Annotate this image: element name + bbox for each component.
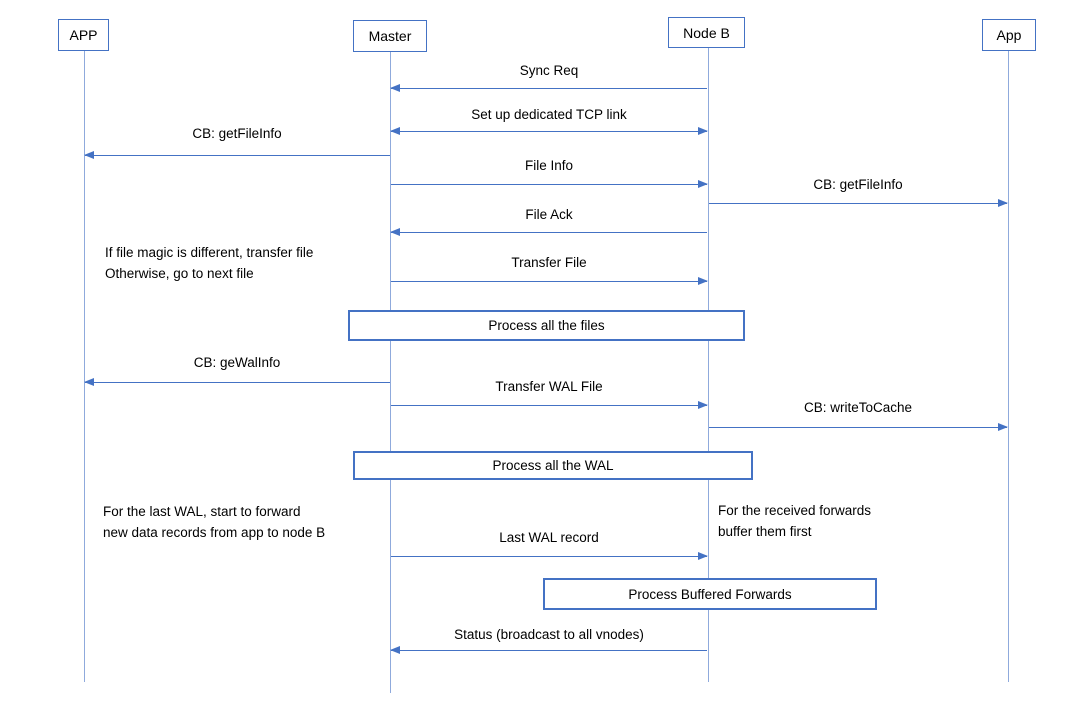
arrowhead-right-icon	[698, 276, 708, 285]
arrowhead-left-icon	[390, 645, 400, 654]
message-label-tcp-link: Set up dedicated TCP link	[471, 107, 627, 122]
note-line: buffer them first	[718, 524, 812, 539]
message-label-last-wal-record: Last WAL record	[499, 530, 599, 545]
arrow-status-broadcast	[391, 649, 707, 651]
lifeline-node-b	[707, 48, 709, 682]
arrowhead-left-icon	[390, 83, 400, 92]
note-line: Otherwise, go to next file	[105, 266, 254, 281]
message-label-cb-getfileinfo-right: CB: getFileInfo	[813, 177, 903, 192]
arrow-transfer-wal-file	[391, 404, 707, 406]
process-box-wal: Process all the WAL	[353, 451, 753, 480]
arrowhead-right-icon	[698, 126, 708, 135]
note-line: If file magic is different, transfer fil…	[105, 245, 314, 260]
arrowhead-right-icon	[998, 422, 1008, 431]
arrow-cb-getfileinfo-left	[85, 154, 390, 156]
message-label-status-broadcast: Status (broadcast to all vnodes)	[454, 627, 644, 642]
note-line: new data records from app to node B	[103, 525, 326, 540]
arrow-last-wal-record	[391, 555, 707, 557]
arrowhead-left-icon	[390, 227, 400, 236]
message-label-transfer-wal-file: Transfer WAL File	[495, 379, 603, 394]
arrow-transfer-file	[391, 280, 707, 282]
lifeline-app-right	[1007, 51, 1009, 682]
lifeline-master	[389, 52, 391, 693]
arrowhead-left-icon	[84, 377, 94, 386]
process-box-buffered-forwards: Process Buffered Forwards	[543, 578, 877, 610]
message-label-cb-getfileinfo-left: CB: getFileInfo	[192, 126, 282, 141]
arrowhead-right-icon	[698, 179, 708, 188]
actor-app-right: App	[982, 19, 1036, 51]
arrow-cb-getfileinfo-right	[709, 202, 1007, 204]
actor-app-left: APP	[58, 19, 109, 51]
arrowhead-right-icon	[698, 400, 708, 409]
note-last-wal-forward: For the last WAL, start to forward new d…	[103, 501, 325, 543]
message-label-file-ack: File Ack	[525, 207, 573, 222]
arrow-tcp-link	[391, 130, 707, 132]
message-label-file-info: File Info	[524, 158, 574, 173]
note-line: For the last WAL, start to forward	[103, 504, 301, 519]
arrow-cb-writetocache	[709, 426, 1007, 428]
arrow-sync-req	[391, 87, 707, 89]
message-label-transfer-file: Transfer File	[511, 255, 587, 270]
actor-node-b: Node B	[668, 17, 745, 48]
message-label-cb-writetocache: CB: writeToCache	[803, 400, 913, 415]
note-file-magic: If file magic is different, transfer fil…	[105, 242, 313, 284]
arrowhead-right-icon	[998, 198, 1008, 207]
arrow-file-info	[391, 183, 707, 185]
note-line: For the received forwards	[718, 503, 872, 518]
arrow-file-ack	[391, 231, 707, 233]
message-label-cb-gewalinfo: CB: geWalInfo	[193, 355, 281, 370]
process-box-files: Process all the files	[348, 310, 745, 341]
arrowhead-right-icon	[698, 551, 708, 560]
message-label-sync-req: Sync Req	[519, 63, 579, 78]
arrow-cb-gewalinfo	[85, 381, 390, 383]
arrowhead-left-icon	[390, 126, 400, 135]
lifeline-app-left	[83, 51, 85, 682]
arrowhead-left-icon	[84, 150, 94, 159]
note-received-forwards: For the received forwards buffer them fi…	[718, 500, 871, 542]
actor-master: Master	[353, 20, 427, 52]
